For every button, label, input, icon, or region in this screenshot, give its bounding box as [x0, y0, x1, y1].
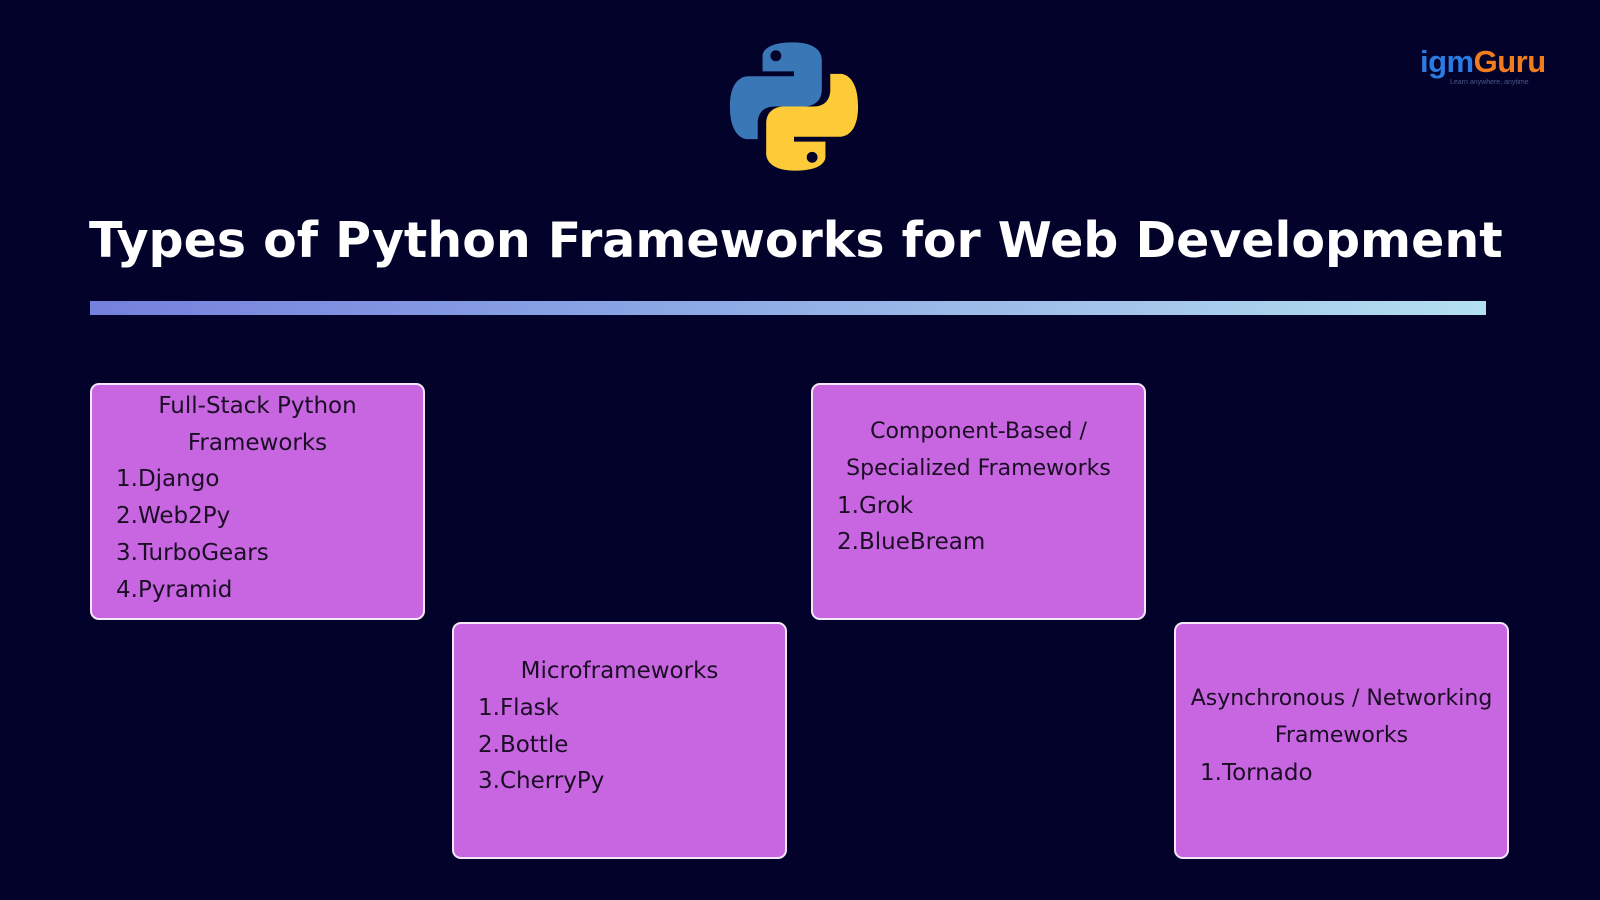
- python-logo-icon: [729, 42, 859, 171]
- card-title-text: Component-Based / Specialized Frameworks: [846, 419, 1111, 481]
- list-item: 1.Flask: [478, 690, 785, 727]
- framework-list: 1.Tornado: [1176, 755, 1507, 792]
- item-label: Web2Py: [137, 503, 231, 530]
- item-number: 1.: [478, 694, 500, 721]
- python-logo-blue-snake: [729, 42, 822, 140]
- framework-list: 1.Grok 2.BlueBream: [813, 488, 1144, 561]
- list-item: 4.Pyramid: [116, 572, 423, 609]
- item-number: 2.: [116, 503, 138, 530]
- brand-name-igm: igm: [1420, 44, 1474, 79]
- item-label: Bottle: [499, 731, 569, 758]
- list-item: 2.Web2Py: [116, 498, 423, 535]
- item-label: CherryPy: [499, 768, 605, 795]
- category-card-full-stack: Full-Stack Python Frameworks 1.Django 2.…: [90, 383, 425, 620]
- item-number: 3.: [478, 768, 500, 795]
- item-label: Grok: [858, 492, 914, 519]
- framework-list: 1.Flask 2.Bottle 3.CherryPy: [454, 690, 785, 800]
- item-label: Tornado: [1221, 759, 1313, 786]
- brand-name: igmGuru: [1420, 46, 1552, 78]
- framework-list: 1.Django 2.Web2Py 3.TurboGears 4.Pyramid: [92, 461, 423, 608]
- item-number: 3.: [116, 539, 138, 566]
- card-title: Microframeworks: [520, 658, 719, 685]
- item-number: 1.: [1200, 759, 1222, 786]
- item-label: Pyramid: [137, 576, 233, 603]
- python-logo-eye-top: [770, 50, 782, 62]
- list-item: 1.Django: [116, 461, 423, 498]
- brand-tagline: Learn anywhere, anytime: [1450, 79, 1529, 86]
- category-card-component-based: Component-Based / Specialized Frameworks…: [811, 383, 1146, 620]
- card-title-text: Full-Stack Python Frameworks: [158, 393, 357, 456]
- title-underline-gradient: [90, 301, 1486, 315]
- python-logo-eye-bottom: [806, 151, 818, 163]
- item-label: Flask: [499, 694, 559, 721]
- item-label: TurboGears: [137, 539, 269, 566]
- list-item: 2.BlueBream: [837, 524, 1144, 561]
- category-card-microframeworks: Microframeworks 1.Flask 2.Bottle 3.Cherr…: [452, 622, 787, 859]
- list-item: 1.Grok: [837, 488, 1144, 525]
- card-title: Full-Stack Python Frameworks: [92, 388, 423, 461]
- list-item: 3.CherryPy: [478, 763, 785, 800]
- item-number: 1.: [116, 466, 138, 493]
- category-card-asynchronous: Asynchronous / Networking Frameworks 1.T…: [1174, 622, 1509, 859]
- list-item: 2.Bottle: [478, 727, 785, 764]
- item-number: 2.: [478, 731, 500, 758]
- python-logo-yellow-snake: [766, 73, 859, 171]
- list-item: 1.Tornado: [1200, 755, 1507, 792]
- card-title-text: Asynchronous / Networking Frameworks: [1190, 686, 1493, 749]
- item-label: BlueBream: [858, 529, 986, 556]
- card-title: Asynchronous / Networking Frameworks: [1176, 681, 1507, 754]
- page-title: Types of Python Frameworks for Web Devel…: [89, 212, 1503, 269]
- brand-name-guru: Guru: [1473, 44, 1547, 79]
- item-number: 2.: [837, 529, 859, 556]
- item-number: 1.: [837, 492, 859, 519]
- item-number: 4.: [116, 576, 138, 603]
- item-label: Django: [137, 466, 220, 493]
- list-item: 3.TurboGears: [116, 535, 423, 572]
- brand-logo: igmGuru Learn anywhere, anytime: [1420, 46, 1552, 92]
- card-title: Component-Based / Specialized Frameworks: [813, 414, 1144, 487]
